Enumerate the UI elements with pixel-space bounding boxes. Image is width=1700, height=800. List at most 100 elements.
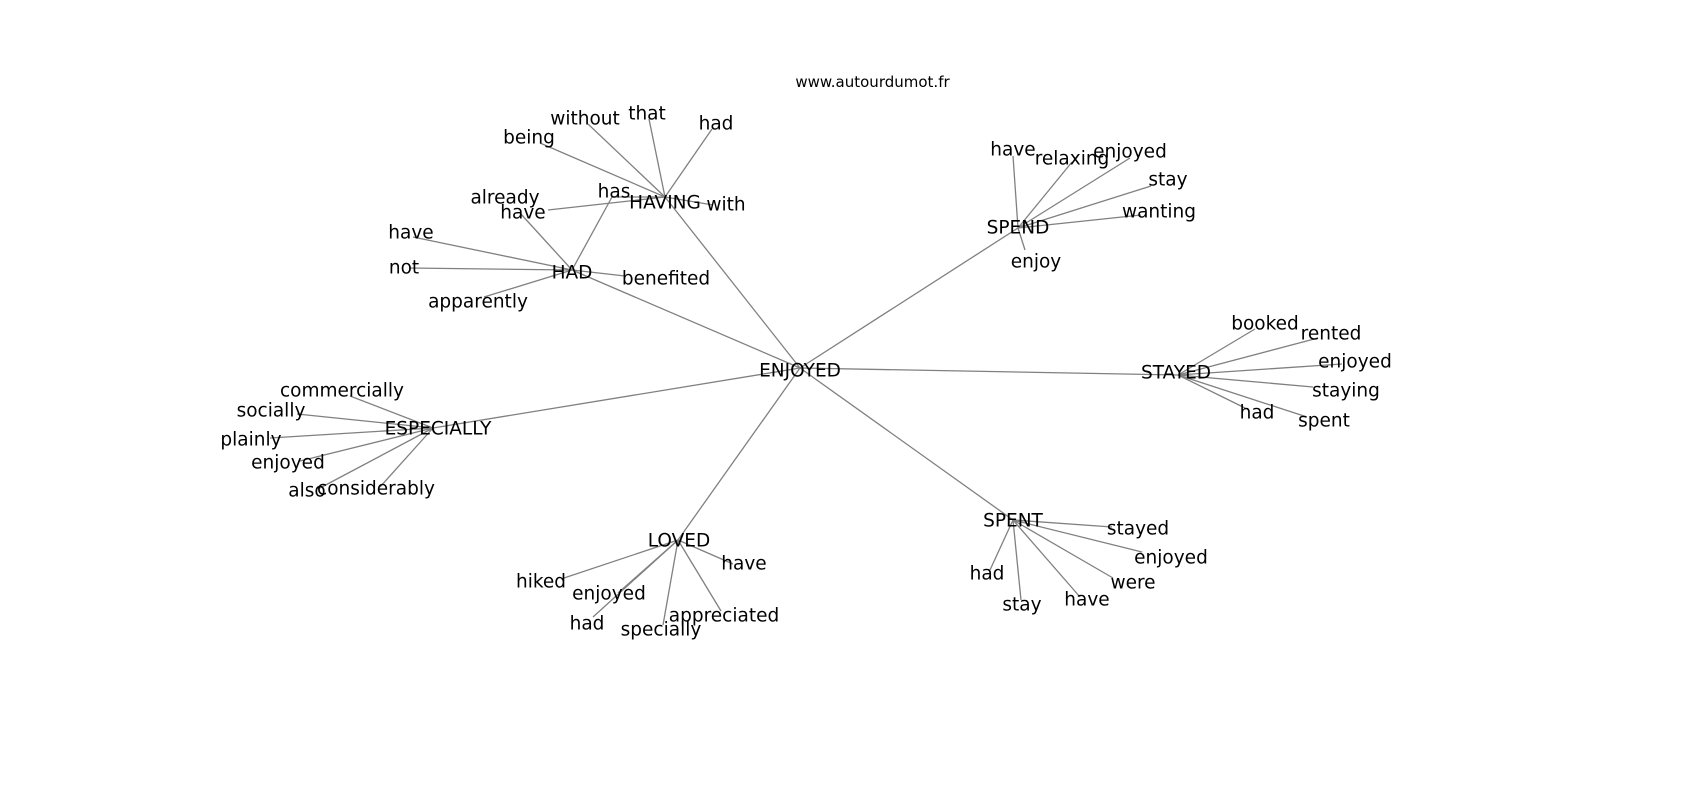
hub-node-having: HAVING (629, 193, 701, 214)
leaf-node-stayed-booked: booked (1231, 314, 1299, 335)
leaf-node-spent-have: have (1064, 590, 1109, 611)
leaf-node-spent-were: were (1110, 573, 1155, 594)
edge-loved-specially (662, 539, 679, 626)
leaf-node-stayed-rented: rented (1301, 324, 1362, 345)
leaf-node-having-that: that (628, 104, 666, 125)
leaf-node-had-already: already (470, 188, 539, 209)
edge-stayed-staying (1177, 374, 1314, 388)
edge-spend-stay (1017, 185, 1152, 229)
leaf-node-having-have: have (500, 203, 545, 224)
edge-especially-commercially (349, 395, 434, 429)
edge-having-have (547, 196, 666, 211)
leaf-node-especially-socially: socially (237, 401, 306, 422)
edge-spend-wanting (1017, 214, 1142, 229)
leaf-node-having-with: with (706, 195, 745, 216)
leaf-node-spend-enjoyed: enjoyed (1093, 142, 1167, 163)
edge-had-have (412, 236, 573, 271)
leaf-node-having-being: being (503, 128, 555, 149)
edge-having-that (648, 118, 666, 198)
leaf-node-spend-stay: stay (1148, 170, 1187, 191)
edge-especially-socially (296, 413, 434, 429)
leaf-node-spend-have: have (990, 140, 1035, 161)
hub-node-spent: SPENT (983, 511, 1043, 532)
edge-especially-plainly (269, 427, 434, 439)
hub-node-especially: ESPECIALLY (385, 419, 492, 440)
leaf-node-having-without: without (550, 109, 620, 130)
edge-center-loved (677, 367, 801, 541)
edge-center-had (571, 269, 801, 369)
center-node-label: ENJOYED (759, 361, 841, 382)
edge-having-had (664, 128, 713, 198)
edge-stayed-booked (1177, 328, 1256, 376)
hub-node-spend: SPEND (987, 218, 1050, 239)
edge-spend-have (1012, 155, 1019, 229)
edge-spent-enjoyed (1012, 519, 1143, 553)
edge-spend-enjoyed (1017, 157, 1131, 229)
edge-center-spent (799, 367, 1014, 521)
edge-especially-also (319, 427, 434, 489)
hub-node-loved: LOVED (648, 531, 710, 552)
leaf-node-spend-enjoy: enjoy (1011, 252, 1062, 273)
leaf-node-having-has: has (598, 182, 631, 203)
edge-had-benefited (571, 269, 626, 277)
leaf-node-loved-enjoyed: enjoyed (572, 584, 646, 605)
edge-loved-hiked (560, 539, 679, 580)
edge-stayed-spent (1177, 374, 1308, 418)
leaf-node-especially-enjoyed: enjoyed (251, 453, 325, 474)
leaf-node-loved-hiked: hiked (516, 572, 566, 593)
edge-spent-stayed (1012, 519, 1113, 528)
edge-had-apparently (483, 269, 573, 298)
leaf-node-spend-wanting: wanting (1122, 202, 1196, 223)
labels-layer: ENJOYED HAVING without that had being has with h… (220, 104, 1391, 641)
hub-node-had: HAD (552, 263, 593, 284)
leaf-node-stayed-staying: staying (1312, 381, 1380, 402)
leaf-node-especially-considerably: considerably (317, 479, 435, 500)
edge-loved-have (677, 539, 734, 565)
leaf-node-loved-specially: specially (621, 620, 702, 641)
edge-center-especially (432, 367, 801, 429)
edge-center-spend (799, 227, 1019, 369)
edge-center-stayed (799, 367, 1179, 376)
edge-loved-appreciated (677, 539, 722, 612)
leaf-node-spent-stay: stay (1002, 595, 1041, 616)
edges-layer (269, 118, 1343, 626)
edge-center-having (664, 196, 801, 369)
leaf-node-loved-appreciated: appreciated (669, 606, 779, 627)
edge-had-already (519, 212, 573, 271)
edge-stayed-enjoyed (1177, 363, 1343, 376)
edge-spent-stay (1012, 519, 1022, 601)
edge-had-not (408, 267, 573, 271)
leaf-node-stayed-enjoyed: enjoyed (1318, 352, 1392, 373)
edge-spent-have (1012, 519, 1081, 598)
edge-having-without (587, 123, 666, 198)
leaf-node-had-apparently: apparently (428, 292, 528, 313)
leaf-node-stayed-had: had (1240, 403, 1275, 424)
leaf-node-loved-have: have (721, 554, 766, 575)
edge-spend-enjoy (1017, 227, 1026, 251)
leaf-node-especially-also: also (288, 481, 325, 502)
leaf-node-had-benefited: benefited (622, 269, 710, 290)
edge-loved-had (592, 539, 679, 618)
leaf-node-spent-enjoyed: enjoyed (1134, 548, 1208, 569)
hub-node-stayed: STAYED (1141, 363, 1211, 384)
leaf-node-especially-commercially: commercially (280, 381, 404, 402)
leaf-node-had-not: not (389, 258, 419, 279)
source-url: www.autourdumot.fr (795, 73, 950, 91)
edge-having-with (664, 196, 714, 206)
edge-having-being (539, 142, 666, 198)
edge-spent-had (989, 519, 1014, 571)
edge-spend-relaxing (1017, 161, 1073, 229)
leaf-node-especially-plainly: plainly (220, 430, 281, 451)
leaf-node-spent-had: had (970, 564, 1005, 585)
leaf-node-loved-had: had (570, 614, 605, 635)
leaf-node-spent-stayed: stayed (1107, 519, 1169, 540)
leaf-node-had-have: have (388, 223, 433, 244)
edge-having-had (571, 196, 613, 271)
edge-stayed-had (1177, 374, 1246, 409)
edge-especially-considerably (379, 427, 434, 488)
leaf-node-having-had: had (699, 114, 734, 135)
edge-spent-were (1012, 519, 1114, 579)
edge-stayed-rented (1177, 337, 1319, 376)
